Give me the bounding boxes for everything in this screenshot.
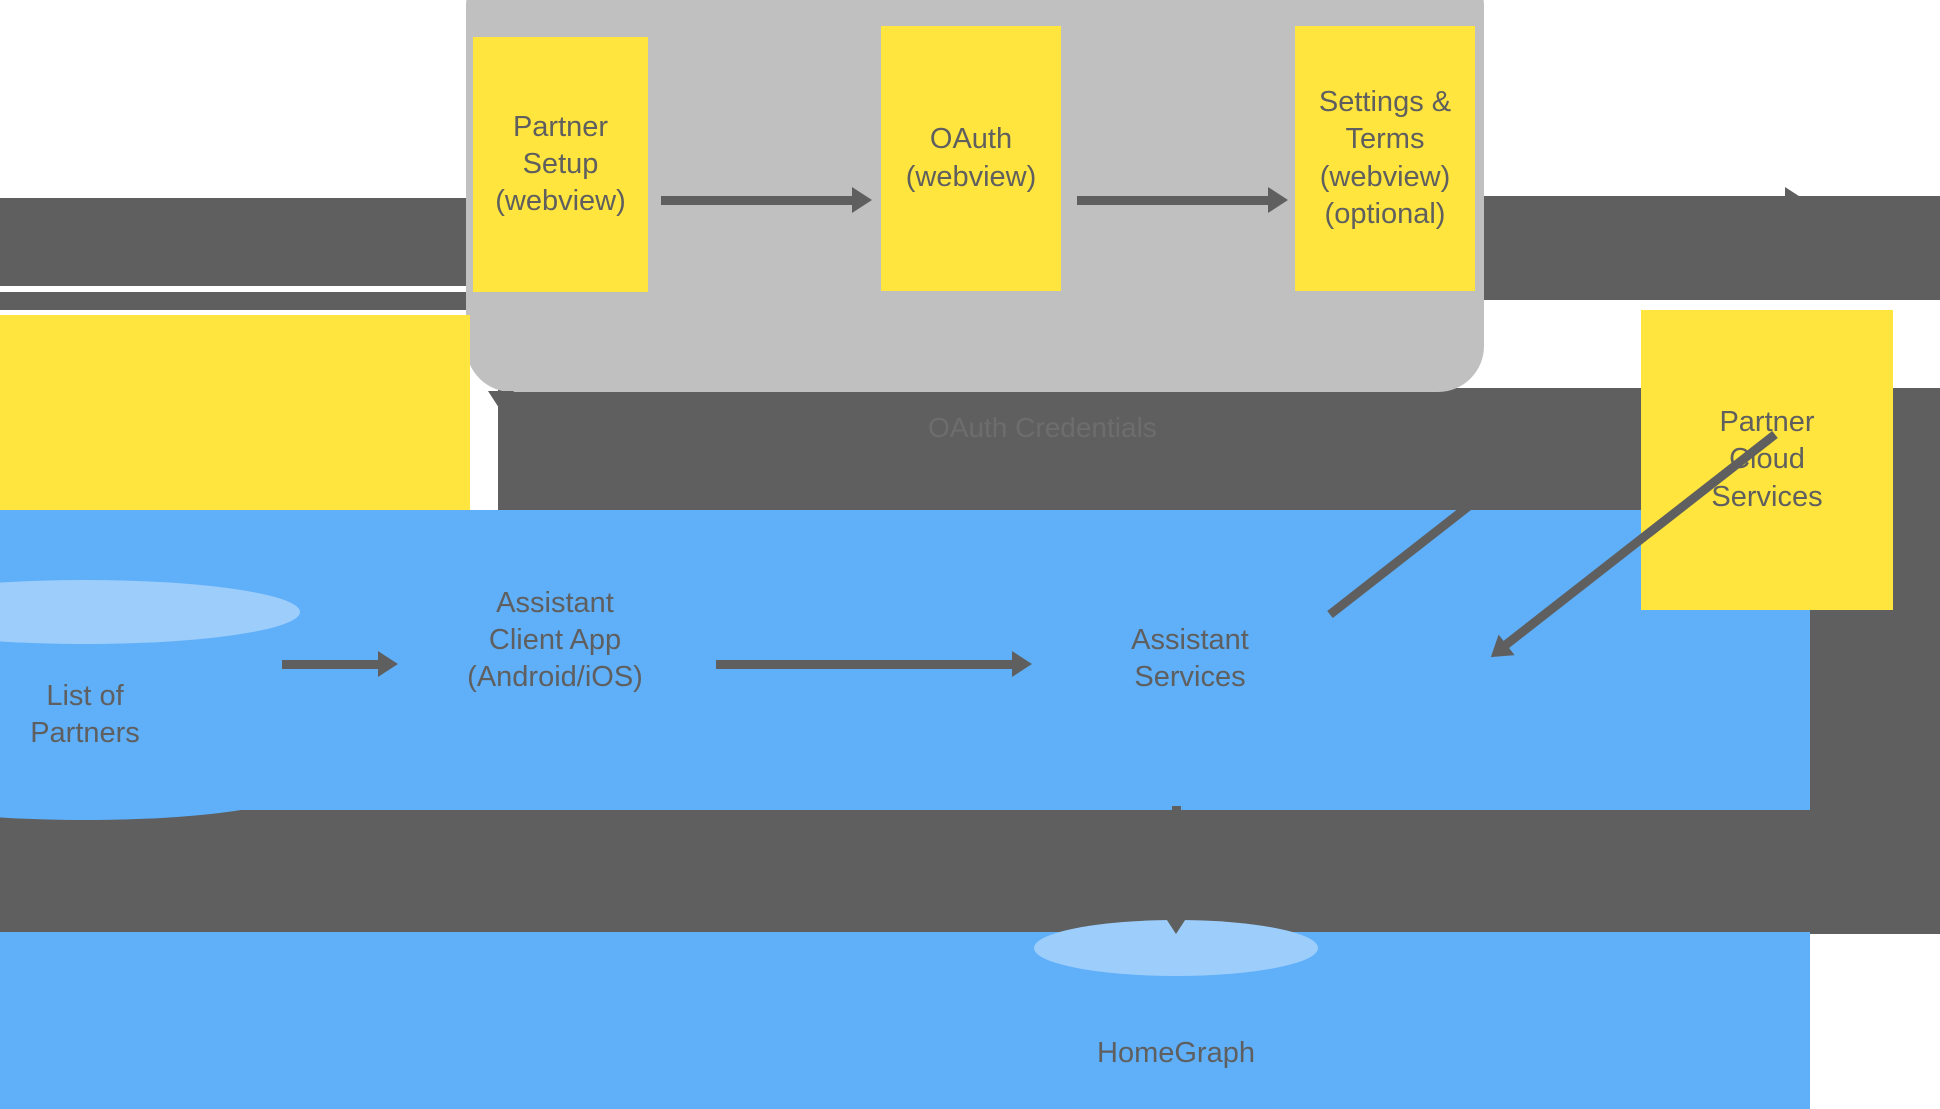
arrow-client-app-to-partner-setup xyxy=(488,391,514,411)
box-oauth[interactable]: OAuth (webview) xyxy=(881,26,1061,291)
artifact-band-right-upper xyxy=(1455,196,1940,288)
cylinder-label-list-of-partners: List of Partners xyxy=(30,680,140,750)
cylinder-list-of-partners[interactable]: List of Partners xyxy=(0,580,300,820)
box-partner-setup[interactable]: Partner Setup (webview) xyxy=(473,37,648,292)
label-oauth-credentials: OAuth Credentials xyxy=(928,412,1157,443)
cylinder-label-homegraph: HomeGraph xyxy=(1097,1037,1255,1069)
label-assistant-client-app: Assistant Client App (Android/iOS) xyxy=(467,587,643,694)
arrow-oauth-to-settings-terms xyxy=(1077,187,1288,213)
arrow-list-of-partners-to-client-app xyxy=(282,651,398,677)
cylinder-bottom xyxy=(1034,1060,1318,1109)
arrow-assistant-services-to-homegraph xyxy=(1163,806,1189,934)
arrow-partner-setup-to-oauth xyxy=(661,187,872,213)
artifact-band-bottom xyxy=(0,806,1940,934)
box-partner-cloud-services[interactable]: Partner Cloud Services xyxy=(1641,310,1893,610)
arrow-client-app-to-assistant-services xyxy=(716,651,1032,677)
homegraph-band xyxy=(0,932,1810,1109)
artifact-band-top-left xyxy=(0,198,467,286)
box-settings-terms[interactable]: Settings & Terms (webview) (optional) xyxy=(1295,26,1475,291)
cylinder-homegraph[interactable]: HomeGraph xyxy=(1034,920,1318,1109)
arrow-settings-terms-to-right xyxy=(1489,187,1805,213)
label-assistant-services: Assistant Services xyxy=(1131,624,1249,694)
artifact-band-top-left-2 xyxy=(0,292,467,310)
